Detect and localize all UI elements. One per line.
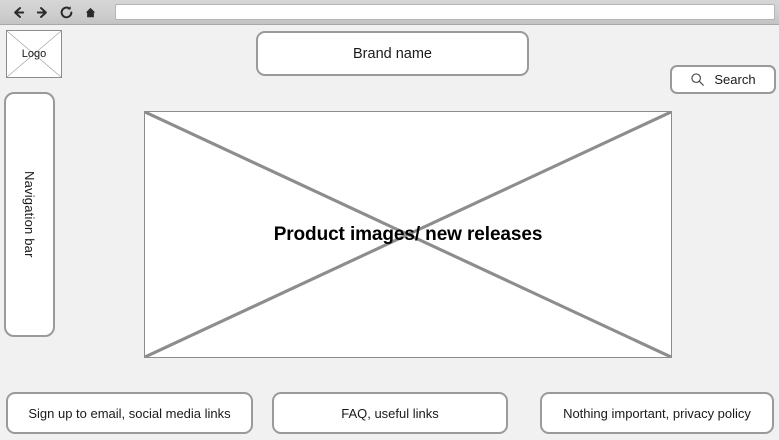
footer-signup-label: Sign up to email, social media links xyxy=(28,405,231,421)
hero-image-placeholder[interactable]: Product images/ new releases xyxy=(144,111,672,358)
brand-name-block[interactable]: Brand name xyxy=(256,31,529,76)
wireframe-page: Logo Brand name Search Navigation bar Pr… xyxy=(0,25,779,440)
navigation-bar[interactable]: Navigation bar xyxy=(4,92,55,337)
logo-label: Logo xyxy=(21,48,47,60)
search-icon xyxy=(690,72,705,87)
forward-arrow-icon[interactable] xyxy=(31,1,53,23)
back-arrow-icon[interactable] xyxy=(7,1,29,23)
hero-image-label: Product images/ new releases xyxy=(273,223,543,245)
brand-name-label: Brand name xyxy=(353,45,432,62)
browser-toolbar xyxy=(0,0,779,25)
footer-faq-label: FAQ, useful links xyxy=(341,405,439,421)
navigation-bar-label: Navigation bar xyxy=(22,171,37,258)
logo-placeholder[interactable]: Logo xyxy=(6,30,62,78)
footer-faq-block[interactable]: FAQ, useful links xyxy=(272,392,508,434)
home-icon[interactable] xyxy=(79,1,101,23)
search-label: Search xyxy=(714,72,756,87)
address-bar-input[interactable] xyxy=(115,4,775,20)
footer-privacy-block[interactable]: Nothing important, privacy policy xyxy=(540,392,774,434)
search-box[interactable]: Search xyxy=(670,65,776,94)
reload-icon[interactable] xyxy=(55,1,77,23)
footer-privacy-label: Nothing important, privacy policy xyxy=(563,405,751,421)
footer-signup-block[interactable]: Sign up to email, social media links xyxy=(6,392,253,434)
